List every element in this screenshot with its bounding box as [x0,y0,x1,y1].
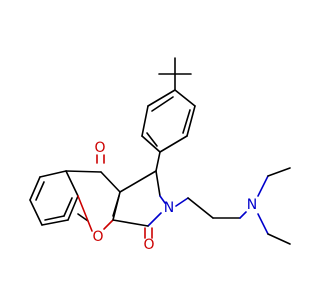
tert-butyl-group [158,57,192,91]
bond [65,170,102,173]
molecule-structure-diagram: O O O N N [29,57,291,253]
double-bond-inner [112,195,120,217]
bond [141,105,149,137]
double-bond-inner [77,213,89,222]
bond [29,176,41,201]
bond [155,151,161,172]
bond [147,89,176,107]
lactam-ring [112,170,166,227]
double-bond-inner [182,109,191,134]
bond [65,170,79,197]
bond [174,89,196,107]
bond [159,195,166,204]
ring-oxygen-bond [77,195,93,232]
bond [239,211,247,219]
pyranone-ring [65,170,121,232]
bond [39,170,67,178]
bond [141,135,161,153]
double-bond-inner [151,96,174,112]
phenyl-ring [141,89,196,153]
bond [147,212,162,227]
bond [257,213,269,235]
bond [159,135,188,153]
ring-oxygen-bond [103,219,114,230]
bond [155,170,161,197]
bond [112,219,149,227]
ketone-group [96,154,105,164]
bond [187,197,214,219]
double-bond-inner [35,181,45,201]
bond [41,219,69,226]
bond [119,170,157,193]
nitrogen-atom-amine: N [247,197,257,213]
bond [100,171,121,193]
nitrogen-atom-lactam: N [164,200,174,216]
double-bond-inner [63,197,73,217]
double-bond-inner [146,132,158,147]
benzo-ring [29,170,79,226]
bond [267,167,291,177]
oxygen-atom-lactam: O [143,237,154,253]
oxygen-atom-ring: O [92,229,103,245]
diethylaminoethyl-chain [175,167,291,245]
oxygen-atom-ketone: O [94,140,105,156]
bond [67,195,79,221]
bond [267,233,291,245]
double-bond-inner [44,215,65,221]
bond [175,197,189,207]
bond [257,175,269,197]
bond [186,105,196,137]
bond [29,199,43,226]
lactam-carbonyl-group [144,227,153,239]
